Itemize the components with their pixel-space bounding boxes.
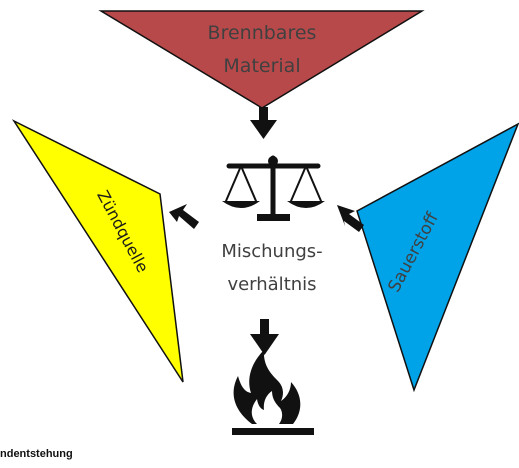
- fuel-label-line1: Brennbares: [208, 22, 317, 44]
- fuel-label-line2: Material: [223, 55, 300, 77]
- arrow-down-icon: [250, 319, 279, 355]
- arrow-diagonal-icon: [337, 205, 364, 232]
- mixing-ratio-label-line1: Mischungs-: [221, 241, 322, 262]
- caption-text: ndentstehung: [0, 448, 73, 460]
- fuel-triangle: [98, 10, 425, 109]
- ignition-triangle: [11, 119, 184, 383]
- oxygen-triangle: [356, 122, 519, 393]
- fire-icon: [232, 350, 314, 435]
- arrow-diagonal-icon: [169, 204, 199, 229]
- arrow-down-icon: [250, 107, 277, 139]
- mixing-ratio-label-line2: verhältnis: [227, 274, 316, 295]
- scale-icon: [222, 155, 325, 221]
